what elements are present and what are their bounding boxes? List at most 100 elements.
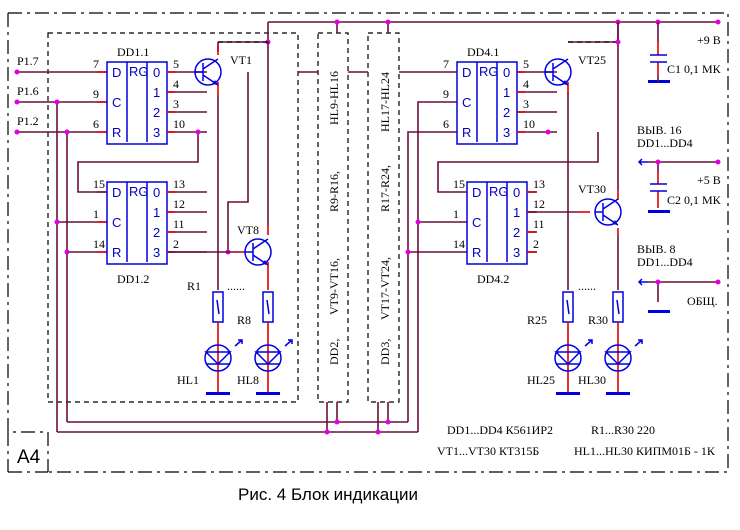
transistor-arrow (612, 220, 618, 225)
chip-output-0: 0 (513, 185, 520, 200)
chip-output-0: 0 (503, 65, 510, 80)
figure-caption: Рис. 4 Блок индикации (238, 485, 418, 504)
chip-output-1: 1 (513, 205, 520, 220)
transistor-arrow (562, 80, 568, 85)
ground-bar (556, 392, 580, 395)
ground-bar (206, 392, 230, 395)
chip-output-3: 3 (153, 245, 160, 260)
chip-input-C: C (112, 95, 121, 110)
chip-name: DD4.2 (477, 272, 509, 286)
wire-dd4-cascade (437, 132, 599, 193)
chip-output-2: 2 (503, 105, 510, 120)
transistor-leads (545, 58, 569, 86)
chip-output-pin: 11 (533, 217, 545, 231)
chip-input-pin: 7 (443, 57, 449, 71)
transistors-layer (194, 58, 622, 266)
transistor-leads (195, 58, 219, 86)
indicator-leg-1 (204, 291, 243, 395)
chip-input-pin: 9 (93, 87, 99, 101)
block-dd1 (47, 32, 299, 403)
chip-output-pin: 10 (173, 117, 185, 131)
label-9v: +9 В (697, 33, 721, 47)
chips-layer: RGDD1.1D7C9R6051423310RGDD1.2D15C1R14013… (93, 45, 557, 286)
label-hl8: HL8 (237, 373, 259, 387)
chip-body (106, 61, 168, 145)
chip-divider (126, 182, 148, 262)
ellipsis-right: ...... (578, 279, 596, 293)
chip-input-D: D (472, 185, 481, 200)
note-vt: VT1...VT30 КТ315Б (437, 444, 539, 458)
note-dd: DD1...DD4 К561ИР2 (447, 423, 553, 437)
chip-body (106, 181, 168, 265)
chip-divider (486, 182, 508, 262)
transistor-leads (595, 198, 619, 226)
chip-output-pin: 5 (173, 57, 179, 71)
ground-bar (606, 392, 630, 395)
group2-r: R9-R16, (327, 171, 341, 212)
chip-input-D: D (112, 185, 121, 200)
chip-input-C: C (472, 215, 481, 230)
label-vt30: VT30 (578, 182, 606, 196)
resistor-mark (616, 299, 620, 315)
chip-output-pin: 13 (173, 177, 185, 191)
group3-hl: HL17-HL24 (378, 72, 392, 132)
chip-input-R: R (472, 245, 481, 260)
group3-vt: VT17-VT24, (378, 257, 392, 320)
chip-input-R: R (112, 125, 121, 140)
frame-label: A4 (17, 447, 41, 468)
chip-output-1: 1 (153, 85, 160, 100)
chip-output-2: 2 (153, 105, 160, 120)
group2-hl: HL9-HL16 (327, 71, 341, 125)
chip-output-3: 3 (503, 125, 510, 140)
input-label-p1-2: P1.2 (17, 114, 39, 128)
label-pin8-a: ВЫВ. 8 (637, 242, 675, 256)
label-hl30: HL30 (578, 373, 606, 387)
label-5v: +5 В (697, 173, 721, 187)
chip-type: RG (129, 64, 149, 79)
label-gnd: ОБЩ. (687, 294, 718, 308)
chip-input-pin: 14 (93, 237, 105, 251)
transistor-vt1 (194, 58, 222, 86)
chip-input-pin: 14 (453, 237, 465, 251)
chip-body (466, 181, 528, 265)
resistor-mark (266, 299, 270, 315)
led-light-arrow (584, 339, 593, 347)
transistor-vt8 (244, 238, 272, 266)
chip-output-3: 3 (513, 245, 520, 260)
chip-input-pin: 9 (443, 87, 449, 101)
transistor-vt30 (594, 198, 622, 226)
label-r25: R25 (527, 313, 547, 327)
led-body (254, 344, 282, 372)
led-body (604, 344, 632, 372)
chip-divider (476, 62, 498, 142)
label-hl1: HL1 (177, 373, 199, 387)
ground-bar (256, 392, 280, 395)
chip-input-R: R (462, 125, 471, 140)
label-vt1: VT1 (230, 53, 252, 67)
transistor-vt25 (544, 58, 572, 86)
block-group-2 (317, 32, 349, 403)
led-light-arrow (284, 339, 293, 347)
wire-dd1-cascade (77, 132, 199, 193)
indicator-leg-30 (604, 291, 643, 395)
input-label-p1-7: P1.7 (17, 54, 39, 68)
group-2-labels: HL9-HL16 R9-R16, VT9-VT16, DD2, (327, 71, 341, 365)
label-c1: C1 0,1 МК (667, 62, 722, 76)
led-light-arrow (634, 339, 643, 347)
group2-vt: VT9-VT16, (327, 258, 341, 315)
chip-input-pin: 6 (93, 117, 99, 131)
chip-output-pin: 5 (523, 57, 529, 71)
chip-type: RG (129, 184, 149, 199)
chip-name: DD4.1 (467, 45, 499, 59)
group2-dd: DD2, (327, 339, 341, 365)
chip-input-pin: 7 (93, 57, 99, 71)
label-r1: R1 (187, 279, 201, 293)
ellipsis-left: ...... (227, 279, 245, 293)
group3-r: R17-R24, (378, 165, 392, 212)
chip-output-1: 1 (153, 205, 160, 220)
chip-output-pin: 12 (173, 197, 185, 211)
chip-type: RG (479, 64, 499, 79)
